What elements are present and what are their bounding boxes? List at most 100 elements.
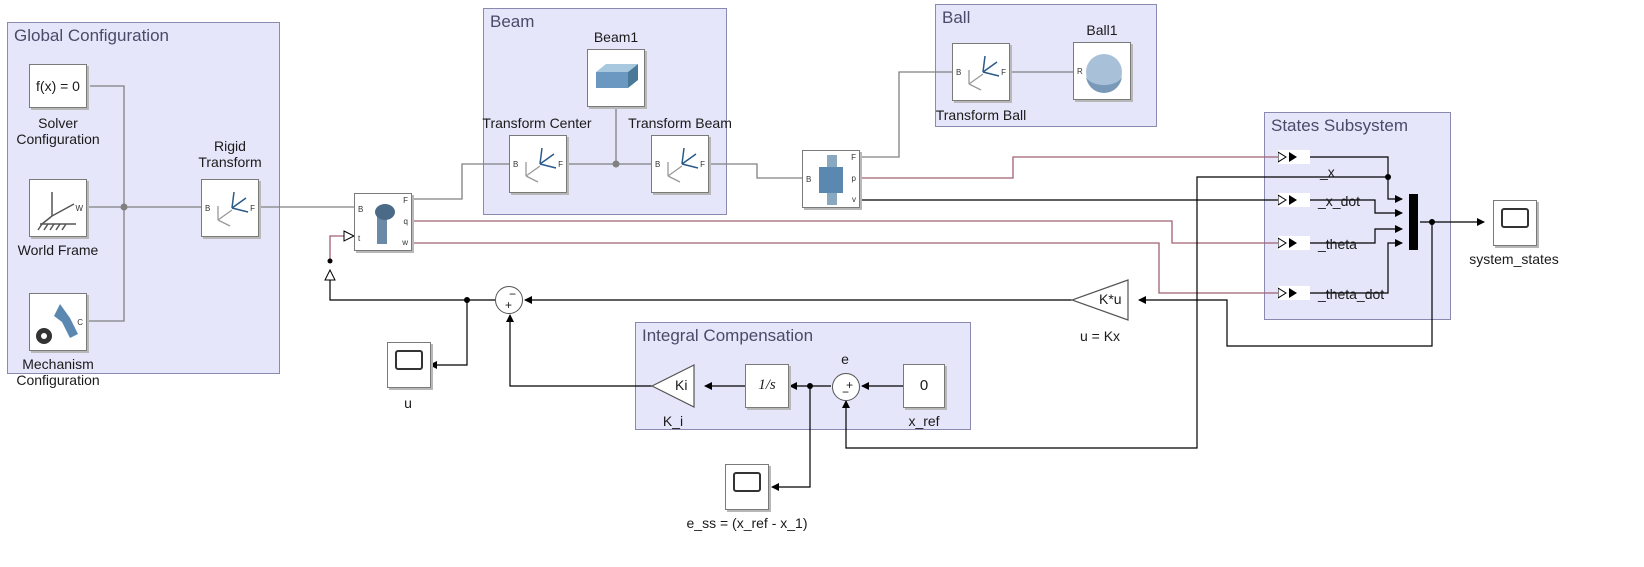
u-scope-label: u xyxy=(404,395,412,411)
transform-icon xyxy=(525,147,557,183)
constant-xref-label: x_ref xyxy=(908,413,940,429)
gain-triangle-icon xyxy=(1070,279,1129,321)
port-label: F xyxy=(250,204,255,213)
transform-ball-label: Transform Ball xyxy=(935,107,1027,123)
port-label: B xyxy=(205,204,211,213)
transform-icon xyxy=(217,191,249,227)
area-title: Integral Compensation xyxy=(642,326,814,345)
area-title: States Subsystem xyxy=(1271,116,1409,135)
area-title: Beam xyxy=(490,12,535,31)
ball1-block[interactable]: R xyxy=(1073,42,1131,100)
brick-solid-icon xyxy=(596,64,638,88)
gain-k-text: K*u xyxy=(1099,291,1122,307)
transform-icon xyxy=(968,55,1000,91)
transform-beam-block[interactable]: B F xyxy=(651,135,709,193)
gain-ki-text: Ki xyxy=(675,377,688,393)
port-label: t xyxy=(358,234,361,243)
area-title: Ball xyxy=(942,8,971,27)
port-label: B xyxy=(655,160,661,169)
port-label: F xyxy=(851,153,856,162)
constant-value: 0 xyxy=(919,377,929,394)
plus-sign: + xyxy=(846,378,854,392)
port-label: w xyxy=(402,238,408,247)
world-frame-block[interactable]: W xyxy=(29,179,87,237)
system-states-scope[interactable] xyxy=(1493,200,1537,246)
port-label: B xyxy=(358,205,364,214)
port-label: v xyxy=(852,195,856,204)
plus-sign: + xyxy=(505,298,513,312)
sum-block-main[interactable]: − + xyxy=(495,286,523,314)
gain-ki-block[interactable]: Ki xyxy=(650,364,695,408)
mux-block[interactable] xyxy=(1409,194,1418,250)
port-label: R xyxy=(1077,67,1083,76)
solver-text: f(x) = 0 xyxy=(36,78,80,94)
minus-sign: − xyxy=(842,385,850,399)
goto-tag-icon xyxy=(1277,151,1297,163)
scope-screen-icon xyxy=(733,472,761,492)
revolute-joint-block[interactable]: B t F q w xyxy=(354,193,412,251)
state-tag-x-dot[interactable] xyxy=(1277,193,1310,207)
ball1-label: Ball1 xyxy=(1086,22,1118,38)
gain-ki-label: K_i xyxy=(662,413,684,429)
sum-block-e[interactable]: + − xyxy=(832,373,860,401)
e-ss-label: e_ss = (x_ref - x_1) xyxy=(686,515,808,531)
scope-screen-icon xyxy=(395,350,423,370)
solver-label: Solver Configuration xyxy=(16,115,100,147)
port-label: F xyxy=(1001,68,1006,77)
gain-k-label: u = Kx xyxy=(1079,328,1121,344)
rigid-transform-block[interactable]: B F xyxy=(201,179,259,237)
port-label: C xyxy=(77,318,83,327)
states-subsystem-area[interactable]: States Subsystem xyxy=(1264,112,1451,320)
state-label: _x_dot xyxy=(1318,193,1361,209)
port-label: W xyxy=(75,204,83,213)
mechanism-configuration-block[interactable]: C xyxy=(29,293,87,351)
e-ss-scope[interactable] xyxy=(725,464,769,510)
integrator-text: 1/s xyxy=(758,377,776,393)
state-tag-x[interactable] xyxy=(1277,150,1310,164)
goto-tag-icon xyxy=(1277,287,1297,299)
transform-ball-block[interactable]: B F xyxy=(952,43,1010,101)
port-label: B xyxy=(956,68,962,77)
port-label: F xyxy=(403,196,408,205)
sum-e-label: e xyxy=(841,351,849,367)
state-tag-theta-dot[interactable] xyxy=(1277,286,1310,300)
solver-configuration-block[interactable]: f(x) = 0 xyxy=(29,64,87,108)
transform-center-label: Transform Center xyxy=(482,115,592,131)
system-states-label: system_states xyxy=(1469,251,1559,267)
port-label: q xyxy=(403,217,408,226)
port-label: p xyxy=(851,174,856,183)
transform-center-block[interactable]: B F xyxy=(509,135,567,193)
state-label: _theta xyxy=(1318,236,1357,252)
integrator-block[interactable]: 1/s xyxy=(745,364,789,408)
scope-screen-icon xyxy=(1501,208,1529,228)
prismatic-joint-block[interactable]: B F p v xyxy=(802,150,860,208)
world-frame-label: World Frame xyxy=(17,242,99,258)
state-label: _x xyxy=(1320,164,1335,180)
port-label: F xyxy=(700,160,705,169)
rigid-transform-label: Rigid Transform xyxy=(198,138,262,170)
port-label: B xyxy=(513,160,519,169)
sphere-solid-icon xyxy=(1086,54,1122,93)
gain-k-block[interactable]: K*u xyxy=(1070,279,1129,321)
gear-icon xyxy=(36,304,78,344)
goto-tag-icon xyxy=(1277,194,1297,206)
area-title: Global Configuration xyxy=(14,26,169,45)
port-label: B xyxy=(806,175,812,184)
minus-sign: − xyxy=(509,287,517,301)
port-label: F xyxy=(558,160,563,169)
constant-xref-block[interactable]: 0 xyxy=(903,364,945,408)
beam1-label: Beam1 xyxy=(593,29,639,45)
u-scope[interactable] xyxy=(387,342,431,388)
world-frame-icon xyxy=(37,192,76,231)
transform-beam-label: Transform Beam xyxy=(628,115,732,131)
mechanism-label: Mechanism Configuration xyxy=(16,356,100,388)
goto-tag-icon xyxy=(1277,237,1297,249)
prismatic-joint-icon xyxy=(819,155,843,205)
state-tag-theta[interactable] xyxy=(1277,236,1310,250)
gain-triangle-icon xyxy=(650,364,695,408)
transform-icon xyxy=(667,147,699,183)
beam1-block[interactable] xyxy=(587,49,645,107)
state-label: _theta_dot xyxy=(1318,286,1385,302)
revolute-joint-icon xyxy=(375,204,395,244)
